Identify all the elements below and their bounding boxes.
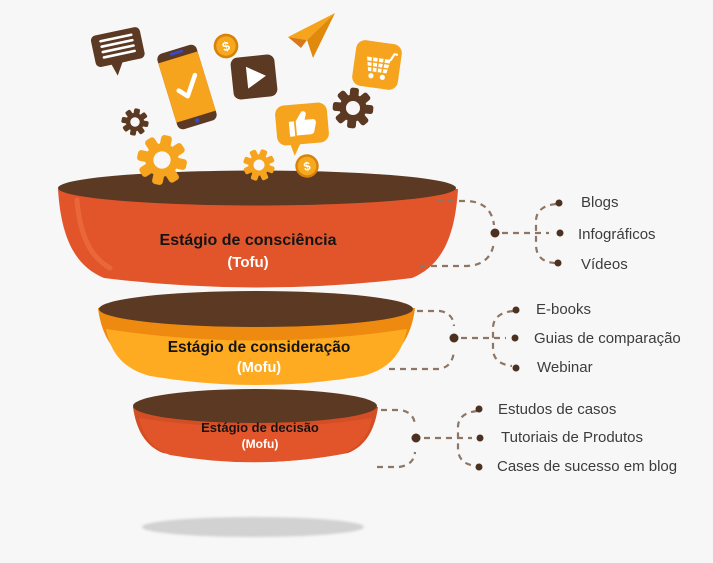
stage-3-subtitle: (Mofu) (241, 437, 279, 451)
stage-2-label: Estágio de consideração (Mofu) (89, 337, 429, 379)
funnel-stage-3 (133, 389, 378, 463)
item-label: Vídeos (581, 256, 628, 273)
gear-icon (331, 86, 375, 130)
item-label: E-books (536, 301, 592, 318)
item-label: Estudos de casos (498, 401, 617, 418)
stage-3-label: Estágio de decisão (Mofu) (90, 420, 430, 452)
ground-shadow (142, 517, 364, 537)
coin-dollar-icon: $ (295, 154, 319, 178)
thumbs-up-bubble-icon (275, 102, 329, 156)
stage-3-title: Estágio de decisão (201, 420, 319, 435)
stage-2-subtitle: (Mofu) (236, 360, 282, 376)
connector-dots-stage-3 (411, 405, 484, 471)
connector-stage-2 (389, 309, 514, 371)
connector-stage-1 (420, 199, 557, 268)
smartphone-check-icon (157, 44, 217, 130)
connector-dots-stage-2 (449, 306, 520, 372)
item-label: Tutoriais de Produtos (501, 429, 644, 446)
item-label: Webinar (537, 359, 593, 376)
item-label: Cases de sucesso em blog (497, 458, 678, 475)
paper-plane-icon (288, 13, 335, 58)
stage-1-title: Estágio de consciência (159, 232, 337, 249)
coin-dollar-icon: $ (213, 33, 239, 59)
connector-stage-3 (377, 408, 478, 469)
stage-1-subtitle: (Tofu) (227, 254, 269, 271)
speech-bubble-icon (90, 27, 145, 76)
video-play-icon (230, 54, 278, 100)
item-label: Blogs (581, 194, 619, 211)
item-label: Infográficos (578, 226, 656, 243)
item-label: Guias de comparação (534, 330, 681, 347)
funnel-stage-2 (98, 291, 415, 385)
svg-text:$: $ (302, 159, 312, 174)
shopping-cart-icon (352, 40, 402, 90)
stage-2-title: Estágio de consideração (167, 339, 351, 356)
gear-icon (119, 106, 150, 137)
connector-dots-stage-1 (490, 199, 564, 267)
stage-1-label: Estágio de consciência (Tofu) (78, 230, 418, 274)
